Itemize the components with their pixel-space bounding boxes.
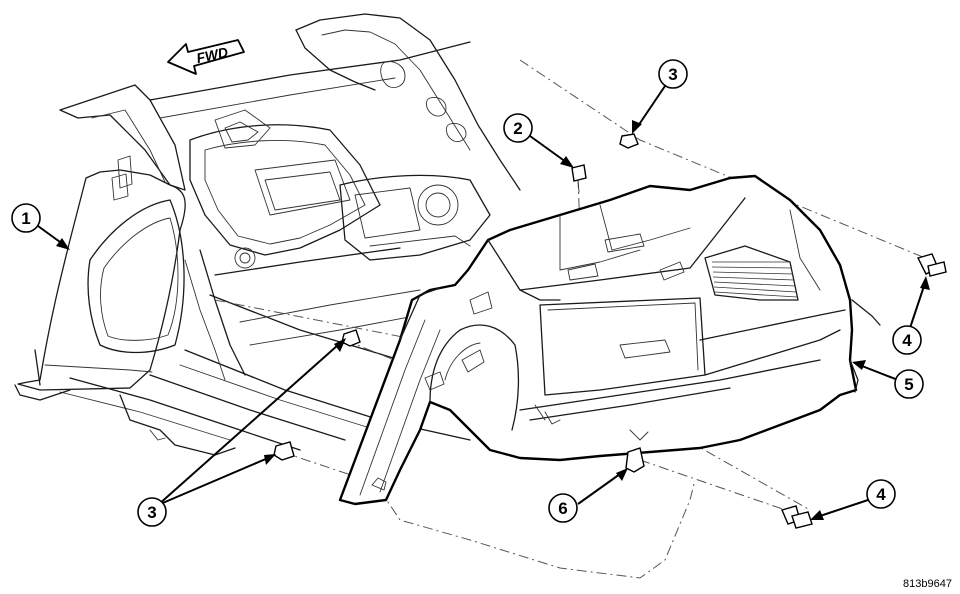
callout-leaders: [37, 85, 930, 520]
callout-3-top: 3: [658, 59, 688, 89]
callout-2: 2: [503, 113, 533, 143]
callout-2-label: 2: [513, 119, 522, 138]
vehicle-body-structure: [14, 13, 521, 456]
clip-3-lower-icon: [273, 441, 295, 461]
bolt-4-bottom-icon: [781, 505, 813, 529]
callout-1: 1: [11, 203, 41, 233]
clip-6-icon: [625, 447, 645, 473]
callout-6-label: 6: [558, 499, 567, 518]
callout-6: 6: [548, 493, 578, 523]
callout-4-bottom-label: 4: [876, 485, 886, 504]
clip-3-top-icon: [619, 133, 639, 149]
callout-3-top-label: 3: [668, 65, 677, 84]
explosion-lines: [214, 59, 931, 579]
callout-4-bottom: 4: [866, 479, 896, 509]
bolt-4-right-icon: [916, 253, 947, 277]
quarter-trim-panel: [338, 174, 881, 506]
left-quarter-inner-panel: [17, 169, 186, 391]
fasteners: [273, 133, 947, 529]
bolt-2-icon: [571, 164, 587, 193]
figure-id: 813b9647: [903, 578, 952, 590]
callout-5: 5: [894, 369, 924, 399]
callout-5-label: 5: [904, 375, 913, 394]
clip-3-middle-icon: [341, 329, 361, 347]
fwd-label: FWD: [195, 44, 230, 66]
fwd-direction-arrow: FWD: [167, 39, 245, 75]
callout-3-lower-label: 3: [147, 503, 156, 522]
callout-3-lower: 3: [137, 497, 167, 527]
callout-4-right: 4: [892, 325, 922, 355]
callout-1-label: 1: [21, 209, 30, 228]
callout-4-right-label: 4: [902, 331, 912, 350]
